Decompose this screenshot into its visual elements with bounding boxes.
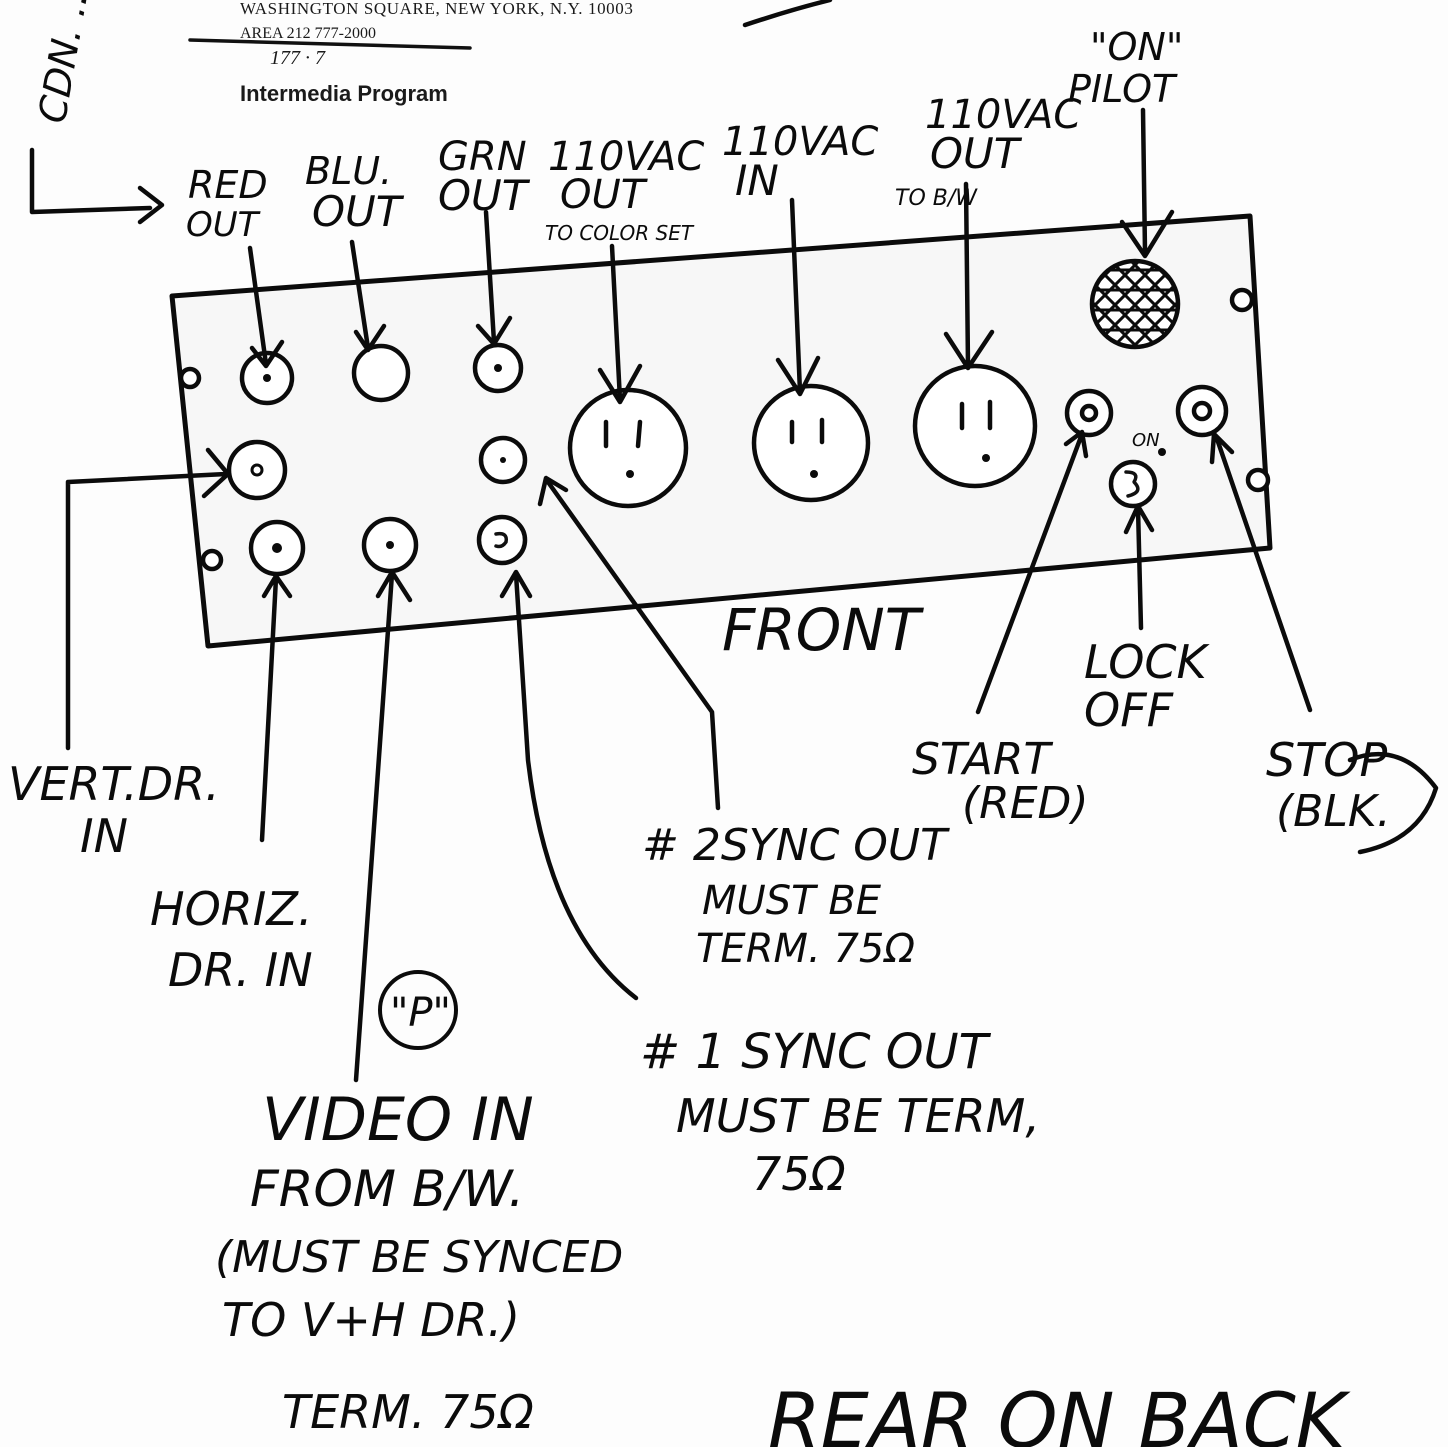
svg-text:OUT: OUT	[560, 172, 649, 218]
letterhead: WASHINGTON SQUARE, NEW YORK, N.Y. 10003 …	[190, 0, 633, 106]
label-ac-out-bw: 110VAC OUT TO B/W	[895, 92, 1081, 211]
corner-arrow	[32, 150, 150, 212]
label-horiz-dr-in: HORIZ. DR. IN	[150, 882, 313, 997]
svg-text:TO V+H DR.): TO V+H DR.)	[222, 1293, 520, 1347]
jack-horiz-dr-center	[272, 543, 282, 553]
label-lock-off: LOCK OFF	[1084, 635, 1211, 737]
jack-sync1-out	[479, 517, 525, 563]
letterhead-phone: AREA 212 777-2000	[240, 25, 376, 42]
outlet-ac-out-color	[570, 390, 686, 506]
svg-text:OUT: OUT	[186, 205, 261, 245]
label-ac-out-color: 110VAC OUT TO COLOR SET	[545, 134, 704, 245]
letterhead-address: WASHINGTON SQUARE, NEW YORK, N.Y. 10003	[240, 0, 633, 18]
label-red-out: RED OUT	[186, 163, 268, 245]
jack-vert-dr-in	[229, 442, 285, 498]
label-vert-dr-in: VERT.DR. IN	[8, 757, 220, 863]
letterhead-phone-extra: 177 · 7	[270, 47, 326, 69]
label-blu-out: BLU. OUT	[305, 149, 405, 236]
label-video-in: VIDEO IN FROM B/W. (MUST BE SYNCED TO V+…	[215, 1085, 623, 1347]
lock-on-label: ON	[1132, 430, 1160, 451]
svg-text:"ON": "ON"	[1090, 25, 1183, 69]
svg-text:RED: RED	[188, 163, 268, 207]
svg-text:LOCK: LOCK	[1084, 635, 1211, 689]
svg-text:(BLK.: (BLK.	[1276, 786, 1391, 837]
label-grn-out: GRN OUT	[438, 134, 531, 220]
screw-right-top	[1232, 290, 1252, 310]
outlet-ac-in	[754, 386, 868, 500]
label-rear-on-back: REAR ON BACK	[768, 1376, 1351, 1447]
svg-text:"P": "P"	[390, 990, 451, 1036]
screw-left-bottom	[203, 551, 221, 569]
svg-text:# 1 SYNC OUT: # 1 SYNC OUT	[640, 1024, 992, 1080]
svg-text:(MUST BE SYNCED: (MUST BE SYNCED	[215, 1232, 623, 1283]
jack-grn-out-center	[494, 364, 502, 372]
label-video-term: TERM. 75Ω	[282, 1385, 534, 1439]
letterhead-program: Intermedia Program	[240, 81, 448, 106]
svg-text:(RED): (RED)	[962, 778, 1089, 829]
outlet-ac-out-bw	[915, 366, 1035, 486]
label-pilot: "ON" PILOT	[1068, 25, 1183, 111]
panel-front-label: FRONT	[722, 596, 925, 664]
jack-red-out-center	[263, 374, 271, 382]
jack-blu-out	[354, 346, 408, 400]
svg-text:VIDEO IN: VIDEO IN	[262, 1085, 534, 1155]
button-start-inner	[1082, 406, 1096, 420]
screw-left-top	[181, 369, 199, 387]
svg-text:DR. IN: DR. IN	[168, 943, 313, 997]
svg-text:TO COLOR SET: TO COLOR SET	[545, 221, 695, 245]
p-mark: "P"	[380, 972, 456, 1048]
svg-text:75Ω: 75Ω	[752, 1147, 846, 1201]
label-ac-in: 110VAC IN	[722, 119, 878, 205]
label-start: START (RED)	[912, 734, 1089, 829]
corner-scribble: CDN. ...	[30, 0, 98, 126]
svg-text:MUST BE TERM,: MUST BE TERM,	[676, 1089, 1040, 1143]
switch-lock	[1111, 462, 1155, 506]
jack-sync2-center	[500, 457, 506, 463]
svg-text:STOP: STOP	[1266, 733, 1388, 787]
svg-text:HORIZ.: HORIZ.	[150, 882, 312, 936]
pen-stroke	[745, 0, 830, 25]
svg-text:OUT: OUT	[312, 187, 405, 236]
svg-text:# 2SYNC OUT: # 2SYNC OUT	[642, 820, 950, 871]
svg-text:IN: IN	[735, 156, 779, 205]
svg-text:MUST BE: MUST BE	[702, 878, 882, 924]
svg-text:OFF: OFF	[1084, 683, 1174, 737]
svg-text:TERM. 75Ω: TERM. 75Ω	[696, 926, 915, 972]
svg-text:OUT: OUT	[930, 129, 1023, 178]
front-panel: ON FRONT	[172, 216, 1270, 664]
svg-text:VERT.DR.: VERT.DR.	[8, 757, 220, 811]
label-sync2-out: # 2SYNC OUT MUST BE TERM. 75Ω	[642, 820, 950, 972]
jack-video-in-center	[386, 541, 394, 549]
svg-text:PILOT: PILOT	[1068, 67, 1178, 111]
label-stop: STOP (BLK.	[1266, 733, 1436, 852]
screw-right-bottom	[1248, 470, 1268, 490]
svg-text:IN: IN	[80, 809, 128, 863]
label-sync1-out: # 1 SYNC OUT MUST BE TERM, 75Ω	[640, 1024, 1040, 1201]
corner-arrow-head	[140, 188, 162, 222]
lock-on-dot	[1158, 448, 1166, 456]
button-stop-inner	[1194, 403, 1210, 419]
svg-text:FROM B/W.: FROM B/W.	[250, 1160, 524, 1218]
